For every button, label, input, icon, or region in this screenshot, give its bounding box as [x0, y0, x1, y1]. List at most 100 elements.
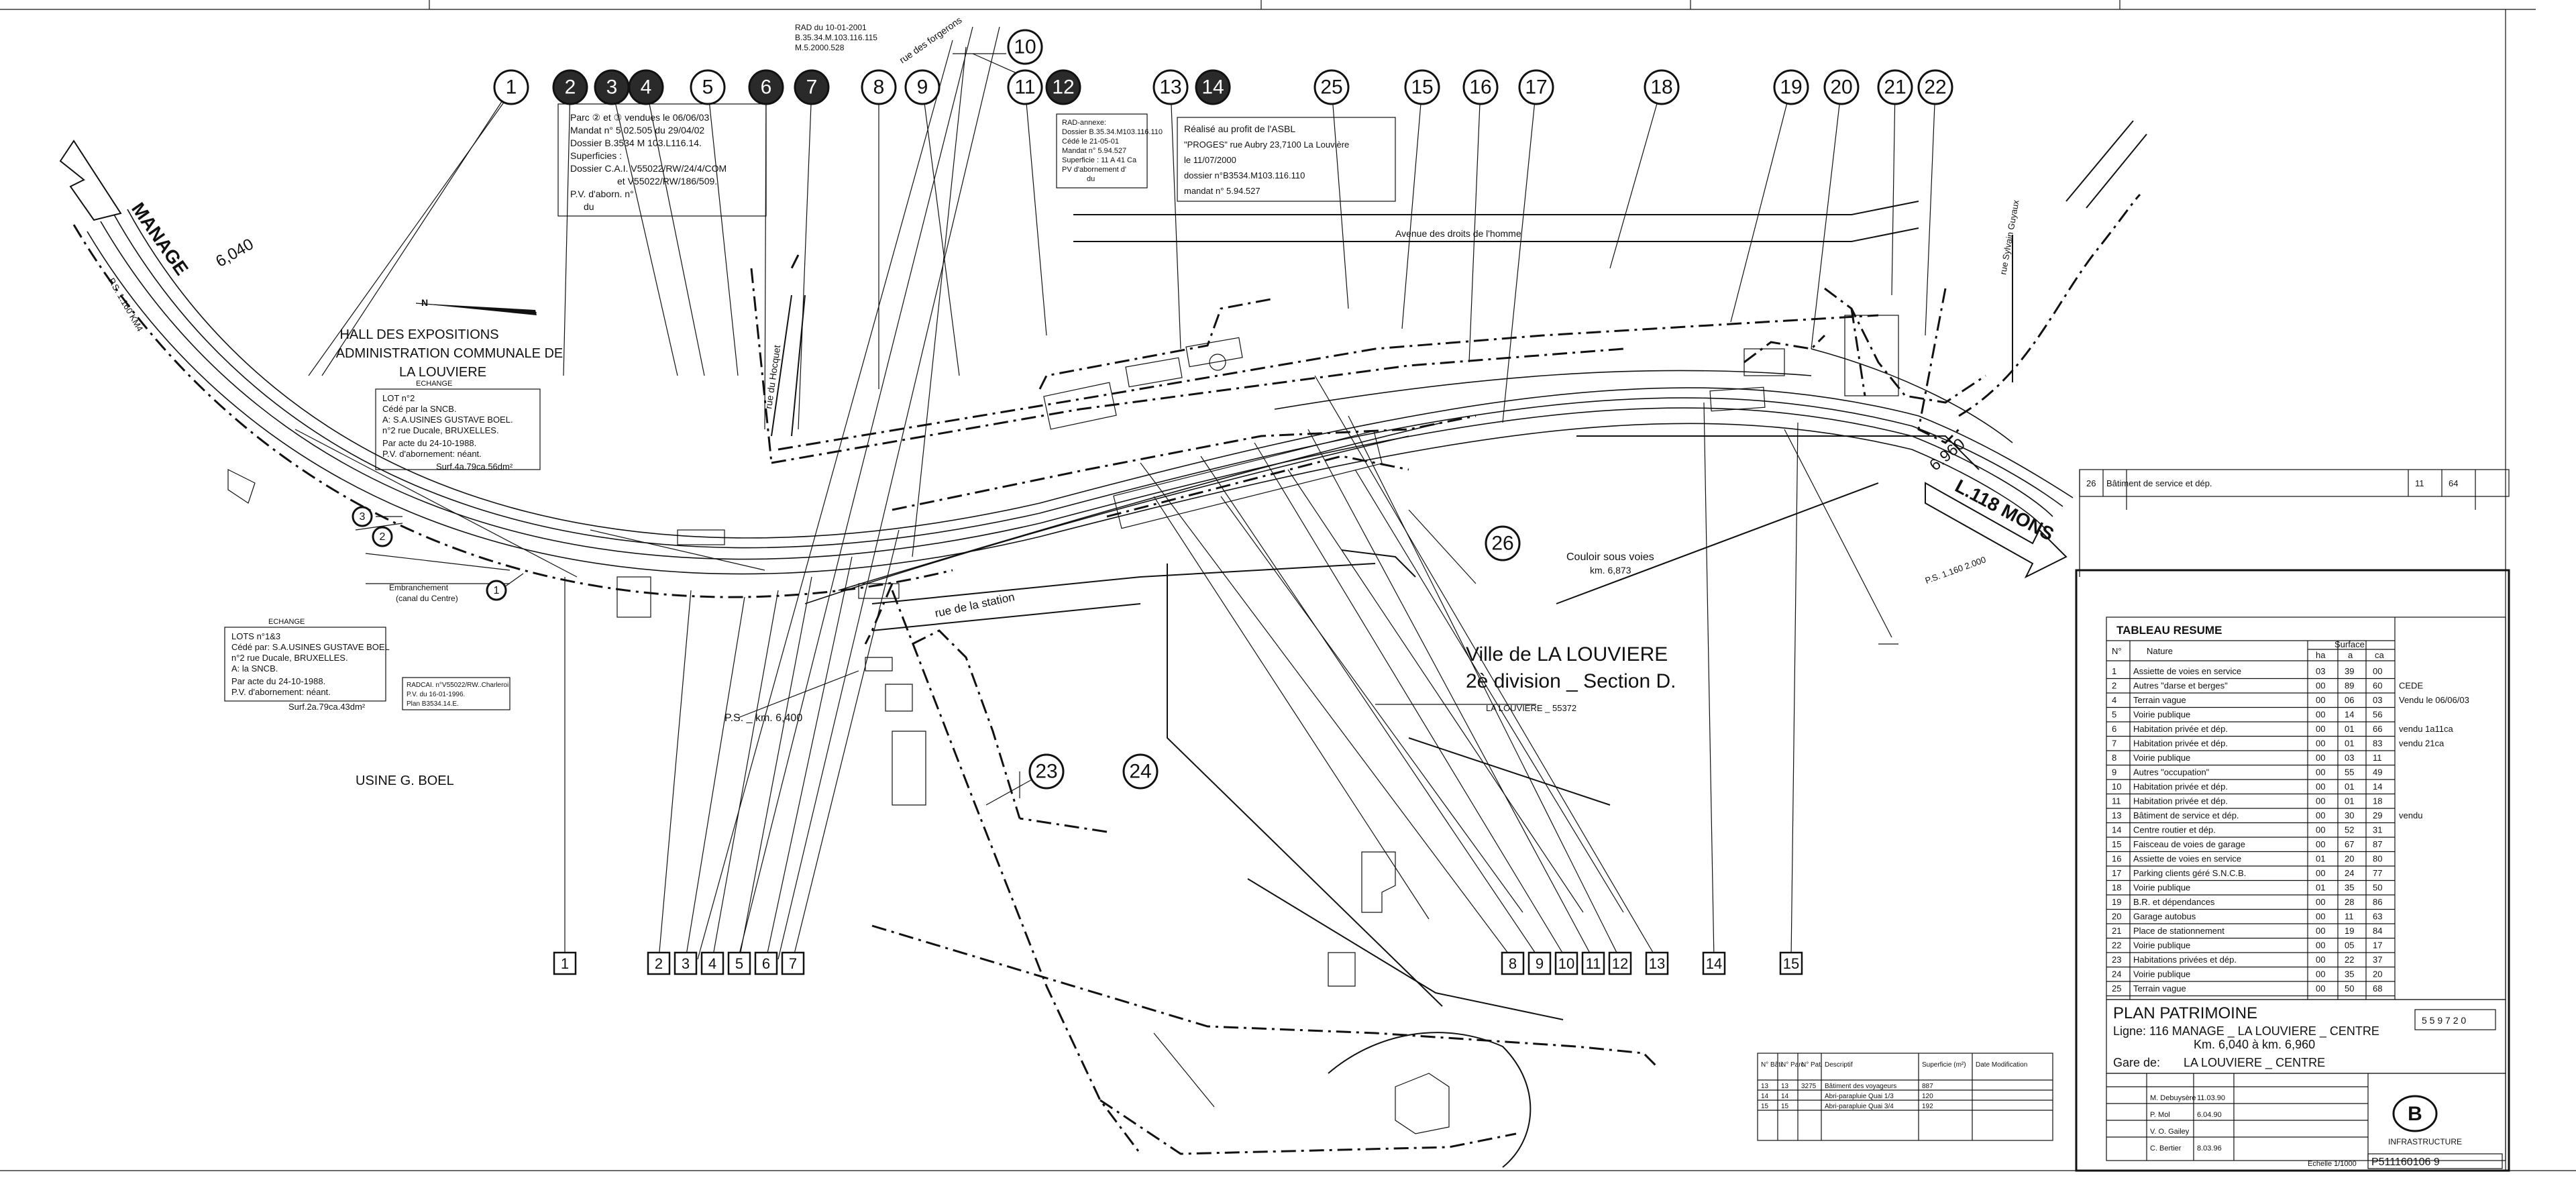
svg-text:Dossier B.35.34.M103.116.110: Dossier B.35.34.M103.116.110 — [1062, 128, 1163, 136]
row-a: 30 — [2345, 810, 2354, 820]
street-avenue: Avenue des droits de l'homme — [1395, 228, 1521, 239]
row-a: 35 — [2345, 883, 2354, 893]
svg-text:11: 11 — [2415, 478, 2424, 488]
bottom-marker-3: 3 — [674, 951, 698, 975]
row-ca: 83 — [2373, 739, 2382, 749]
svg-text:P.V. d'aborn. n°: P.V. d'aborn. n° — [570, 189, 634, 199]
row-ha: 01 — [2316, 854, 2325, 864]
parcel-marker-label: 6 — [761, 76, 772, 99]
row-ca: 00 — [2373, 666, 2382, 676]
parcel-marker-label: 17 — [1525, 76, 1547, 99]
row-number: 7 — [2112, 739, 2116, 749]
row-nature: Voirie publique — [2133, 710, 2190, 720]
row-nature: Assiette de voies en service — [2133, 666, 2241, 676]
svg-text:11.03.90: 11.03.90 — [2197, 1094, 2225, 1102]
direction-manage: MANAGE 6,040 P.S. 1.160 KM4 — [59, 140, 257, 333]
row-ca: 84 — [2373, 926, 2382, 936]
svg-text:PV d'abornement d': PV d'abornement d' — [1062, 166, 1126, 174]
row-ca: 14 — [2373, 782, 2382, 792]
row-number: 2 — [2112, 681, 2116, 691]
svg-text:Cédé par la SNCB.: Cédé par la SNCB. — [382, 404, 457, 414]
svg-text:P.V. d'abornement: néant.: P.V. d'abornement: néant. — [382, 449, 482, 459]
parcel-marker-13: 13 — [1152, 69, 1189, 105]
row-ca: 03 — [2373, 695, 2382, 705]
parcel-marker-12: 12 — [1045, 69, 1081, 105]
parcel-marker-16: 16 — [1462, 69, 1499, 105]
row-a: 89 — [2345, 681, 2354, 691]
parcel-marker-22: 22 — [1917, 69, 1953, 105]
row-ca: 49 — [2373, 767, 2382, 777]
parcel-marker-23: 23 — [1028, 753, 1065, 790]
couloir-line-1: Couloir sous voies — [1566, 551, 1654, 563]
row-nature: Voirie publique — [2133, 969, 2190, 979]
row-number: 13 — [2112, 810, 2121, 820]
title-block: PLAN PATRIMOINE Ligne: 116 MANAGE _ LA L… — [2106, 999, 2506, 1169]
row-ha: 00 — [2316, 782, 2325, 792]
gare-label: Gare de: — [2113, 1056, 2160, 1069]
row-nature: Habitations privées et dép. — [2133, 955, 2237, 965]
bottom-marker-label: 11 — [1586, 955, 1601, 972]
ville-line-3: LA LOUVIERE _ 55372 — [1486, 703, 1576, 713]
svg-text:Par acte du 24-10-1988.: Par acte du 24-10-1988. — [231, 676, 325, 686]
row-number: 5 — [2112, 710, 2116, 720]
row-a: 05 — [2345, 941, 2354, 951]
parcel-marker-label: 25 — [1320, 76, 1342, 99]
parcel-marker-14: 14 — [1195, 69, 1231, 105]
parcel-marker-7: 7 — [794, 69, 830, 105]
bottom-marker-1: 1 — [553, 951, 577, 975]
svg-text:n°2 rue Ducale, BRUXELLES.: n°2 rue Ducale, BRUXELLES. — [382, 425, 499, 435]
bottom-marker-7: 7 — [781, 951, 805, 975]
row-ha: 00 — [2316, 839, 2325, 849]
row-ha: 03 — [2316, 666, 2325, 676]
summary-title: TABLEAU RESUME — [2116, 624, 2222, 637]
parcel-marker-label: 5 — [702, 76, 714, 99]
bottom-marker-6: 6 — [754, 951, 778, 975]
row-nature: Terrain vague — [2133, 983, 2186, 994]
row-a: 52 — [2345, 825, 2354, 835]
svg-text:N°: N° — [2112, 646, 2122, 656]
row-ca: 29 — [2373, 810, 2382, 820]
plan-title: PLAN PATRIMOINE — [2113, 1004, 2257, 1022]
svg-text:M.5.2000.528: M.5.2000.528 — [795, 43, 845, 52]
row-ca: 18 — [2373, 796, 2382, 806]
svg-text:Par acte du 24-10-1988.: Par acte du 24-10-1988. — [382, 438, 476, 448]
streets — [227, 120, 2147, 1168]
row-note: vendu 21ca — [2399, 739, 2445, 749]
row-a: 14 — [2345, 710, 2354, 720]
modif-cell: 15 — [1781, 1103, 1789, 1110]
svg-text:RADCAI. n°V55022/RW..Charleroi: RADCAI. n°V55022/RW..Charleroi — [407, 682, 508, 689]
row-nature: Place de stationnement — [2133, 926, 2224, 936]
row-a: 01 — [2345, 724, 2354, 734]
svg-text:V. O. Gailey: V. O. Gailey — [2150, 1128, 2190, 1136]
row-ca: 68 — [2373, 983, 2382, 994]
street-guyaux: rue Sylvain Guyaux — [1998, 199, 2021, 275]
km-start-label: 6,040 — [213, 235, 257, 270]
parcel-marker-label: 3 — [606, 76, 618, 99]
row-number: 10 — [2112, 782, 2121, 792]
svg-text:du: du — [1087, 175, 1095, 183]
svg-text:ECHANGE: ECHANGE — [268, 618, 305, 626]
row-number: 6 — [2112, 724, 2116, 734]
bottom-marker-label: 5 — [735, 955, 743, 972]
svg-text:le 11/07/2000: le 11/07/2000 — [1184, 155, 1236, 165]
row-ca: 87 — [2373, 839, 2382, 849]
row-ca: 86 — [2373, 897, 2382, 907]
hall-line-3: LA LOUVIERE — [399, 365, 486, 380]
svg-text:RAD-annexe:: RAD-annexe: — [1062, 119, 1106, 127]
row-nature: Habitation privée et dép. — [2133, 782, 2228, 792]
row-a: 01 — [2345, 796, 2354, 806]
parcel-marker-label: 12 — [1052, 76, 1074, 99]
sncb-logo-letter: B — [2408, 1103, 2422, 1125]
row-ha: 00 — [2316, 912, 2325, 922]
row-ha: 00 — [2316, 753, 2325, 763]
row-ca: 17 — [2373, 941, 2382, 951]
svg-text:Superficie : 11 A 41 Ca: Superficie : 11 A 41 Ca — [1062, 156, 1137, 164]
